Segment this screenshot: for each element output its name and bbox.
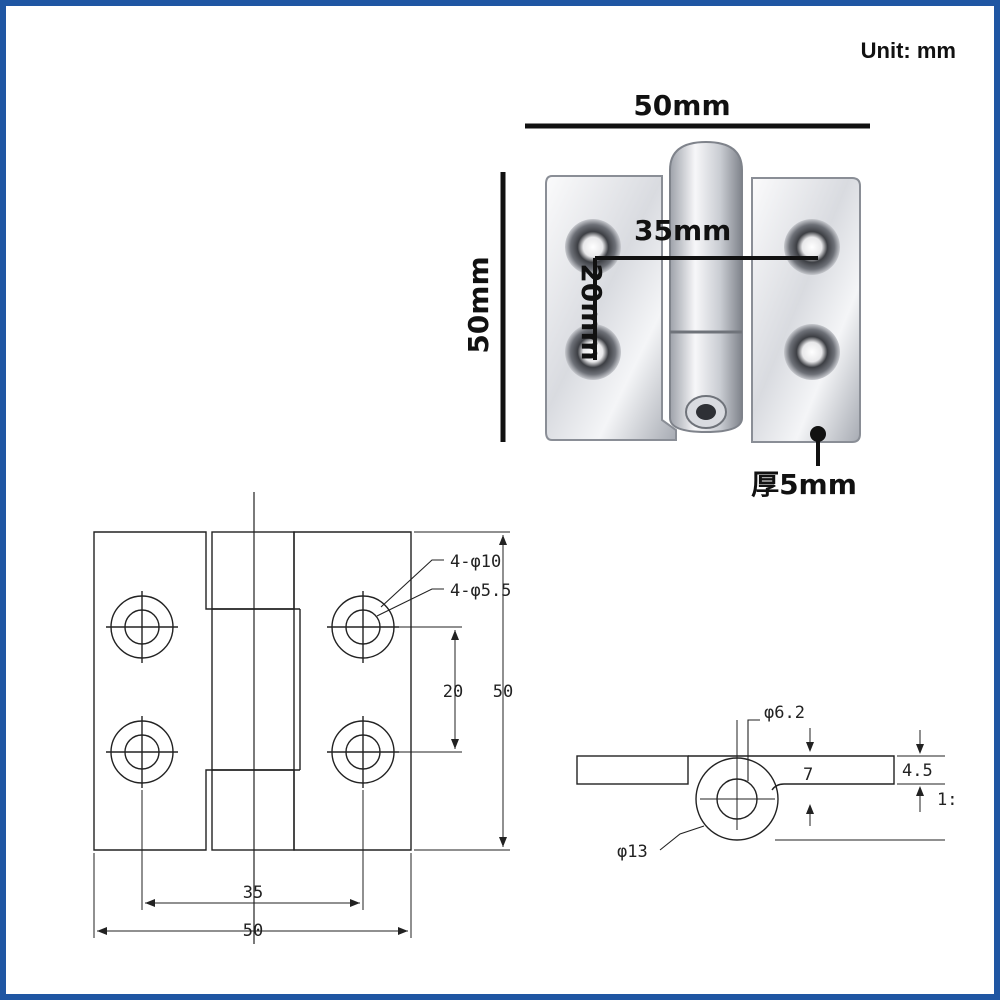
- knuckle-height-label: 7: [803, 765, 813, 785]
- front-hole-tl: [106, 591, 178, 663]
- right-leaf: [751, 177, 861, 443]
- side-view-drawing: [576, 719, 945, 851]
- knuckle: [669, 140, 743, 434]
- knuckle-dia-leader: [659, 825, 705, 851]
- hinge-photo: 50mm 50mm 35mm 20mm 厚5mm: [462, 89, 870, 501]
- height-label: 50mm: [462, 256, 495, 353]
- side-left-plate: [576, 755, 689, 785]
- dim-20-label: 20: [443, 682, 463, 702]
- pin-hole-icon: [696, 404, 716, 420]
- unit-label: Unit: mm: [860, 38, 956, 63]
- thickness-label: 厚5mm: [751, 468, 857, 501]
- spacing-20-label: 20mm: [575, 263, 608, 360]
- width-label: 50mm: [633, 89, 730, 122]
- dim-35-label: 35: [243, 883, 263, 903]
- hole-top-right: [784, 219, 840, 275]
- hole-bottom-right: [784, 324, 840, 380]
- side-right-plate: [688, 755, 895, 791]
- pin-dia-label: φ6.2: [764, 703, 805, 723]
- hole-top-left: [565, 219, 621, 275]
- pin-dia-leader: [747, 719, 760, 781]
- offset-partial-label: 1:: [937, 790, 957, 810]
- knuckle-outline: [211, 531, 295, 851]
- callout-inner-leader: [376, 588, 444, 617]
- front-hole-bl: [106, 716, 178, 788]
- front-hole-tr: [327, 591, 399, 663]
- front-hole-br: [327, 716, 399, 788]
- callout-inner-label: 4-φ5.5: [450, 581, 511, 601]
- callout-outer-label: 4-φ10: [450, 552, 501, 572]
- callout-outer-leader: [380, 559, 444, 608]
- knuckle-dia-label: φ13: [617, 842, 648, 862]
- spacing-35-label: 35mm: [634, 214, 731, 247]
- front-outline: [93, 531, 412, 851]
- dim-50v-label: 50: [493, 682, 513, 702]
- front-view-drawing: [93, 492, 510, 944]
- dim-50h-label: 50: [243, 921, 263, 941]
- plate-thickness-label: 4.5: [902, 761, 933, 781]
